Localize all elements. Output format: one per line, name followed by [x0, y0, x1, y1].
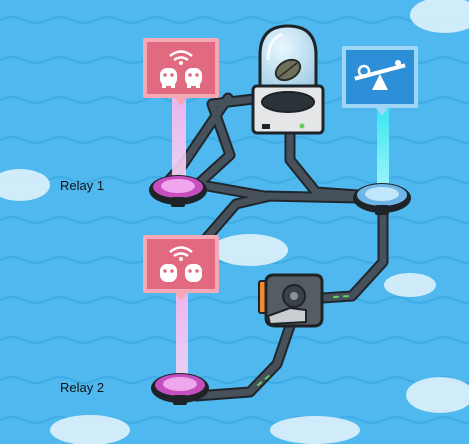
specimen-jar-device[interactable] — [251, 24, 325, 135]
gear-box-device[interactable] — [258, 273, 324, 328]
seesaw-panel[interactable] — [342, 46, 418, 116]
relay-2-label: Relay 2 — [60, 380, 105, 395]
relay-2-panel[interactable] — [143, 235, 219, 301]
seesaw-beam — [377, 107, 389, 189]
seesaw-relay-pad[interactable] — [353, 183, 411, 215]
relay-1-pad[interactable] — [149, 175, 207, 207]
cables — [154, 92, 389, 402]
relay-2-pad[interactable] — [151, 373, 209, 405]
relay-1-panel[interactable] — [143, 38, 219, 106]
relay-2-beam — [176, 293, 188, 383]
wireless-people-icon — [160, 50, 202, 88]
relay-1-beam — [172, 98, 186, 184]
relay-1-label: Relay 1 — [60, 178, 105, 193]
seesaw-icon — [354, 60, 406, 90]
wireless-people-icon — [160, 246, 202, 282]
leaf-in-jar-icon — [274, 58, 302, 82]
